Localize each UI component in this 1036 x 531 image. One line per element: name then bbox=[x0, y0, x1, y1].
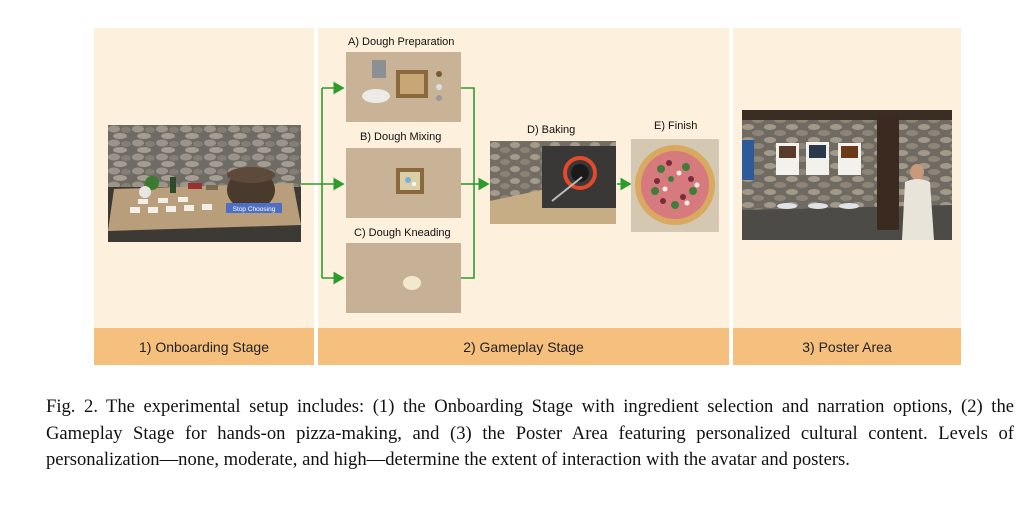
step-label-baking: D) Baking bbox=[527, 124, 576, 136]
step-label-finish: E) Finish bbox=[654, 120, 698, 132]
dough-mixing-screenshot bbox=[346, 148, 461, 218]
onboarding-screenshot: Stop Choosing bbox=[108, 125, 301, 242]
caption-text: The experimental setup includes: (1) the… bbox=[46, 396, 1014, 470]
onboarding-stage-label: 1) Onboarding Stage bbox=[94, 328, 314, 365]
gameplay-stage-label: 2) Gameplay Stage bbox=[318, 328, 729, 365]
stop-choosing-button: Stop Choosing bbox=[233, 206, 276, 213]
step-label-dough-mixing: B) Dough Mixing bbox=[360, 131, 442, 143]
dough-preparation-screenshot bbox=[346, 52, 461, 122]
dough-kneading-screenshot bbox=[346, 243, 461, 313]
step-label-dough-kneading: C) Dough Kneading bbox=[354, 227, 451, 239]
step-label-dough-preparation: A) Dough Preparation bbox=[348, 36, 455, 48]
poster-area-screenshot bbox=[742, 110, 952, 240]
flow-arrows bbox=[301, 81, 632, 285]
figure-caption: Fig. 2.The experimental setup includes: … bbox=[46, 394, 1014, 474]
finish-screenshot bbox=[631, 139, 719, 232]
poster-area-label: 3) Poster Area bbox=[733, 328, 961, 365]
figure-number: Fig. 2. bbox=[46, 396, 98, 417]
baking-screenshot bbox=[490, 141, 616, 224]
